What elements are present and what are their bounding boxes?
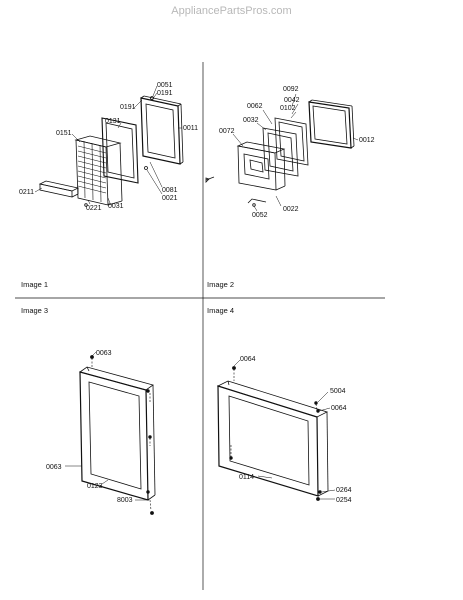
callout-label: 0012 (359, 137, 375, 144)
callout-label: 0051 (157, 82, 173, 89)
panel-3-title: Image 3 (21, 306, 48, 315)
panel-1-title: Image 1 (21, 280, 48, 289)
callout-label: 0123 (87, 483, 103, 490)
callout-label: 0114 (239, 474, 254, 481)
callout-label: 0221 (86, 205, 102, 212)
callout-label: 0031 (108, 203, 124, 210)
panel-3-drawing (65, 351, 156, 515)
panel-2-drawing (205, 93, 359, 212)
callout-label: 0064 (240, 356, 256, 363)
panel-1-drawing (34, 85, 184, 207)
callout-label: 0062 (247, 103, 263, 110)
callout-label: 0063 (46, 464, 62, 471)
callout-label: 0063 (96, 350, 112, 357)
callout-label: 0021 (162, 195, 178, 202)
callout-label: 0102 (280, 105, 296, 112)
callout-label: 0011 (183, 125, 198, 132)
callout-label: 0064 (331, 405, 347, 412)
callout-label: 0191 (157, 90, 173, 97)
callout-label: 0254 (336, 497, 352, 504)
callout-label: 0151 (56, 130, 72, 137)
panel-4-title: Image 4 (207, 306, 234, 315)
callout-label: 0211 (19, 189, 34, 196)
callout-label: 0072 (219, 128, 235, 135)
panel-4-drawing (216, 359, 336, 501)
callout-label: 0052 (252, 212, 268, 219)
callout-label: 0022 (283, 206, 299, 213)
callout-label: 5004 (330, 388, 346, 395)
callout-label: 0032 (243, 117, 259, 124)
watermark: AppliancePartsPros.com (171, 5, 292, 17)
callout-label: 0131 (105, 118, 121, 125)
callout-label: 0042 (284, 97, 300, 104)
callout-label: 0264 (336, 487, 352, 494)
panel-2-title: Image 2 (207, 280, 234, 289)
callout-label: 0191 (120, 104, 136, 111)
callout-label: 0081 (162, 187, 178, 194)
callout-label: 8003 (117, 497, 133, 504)
callout-label: 0092 (283, 86, 299, 93)
